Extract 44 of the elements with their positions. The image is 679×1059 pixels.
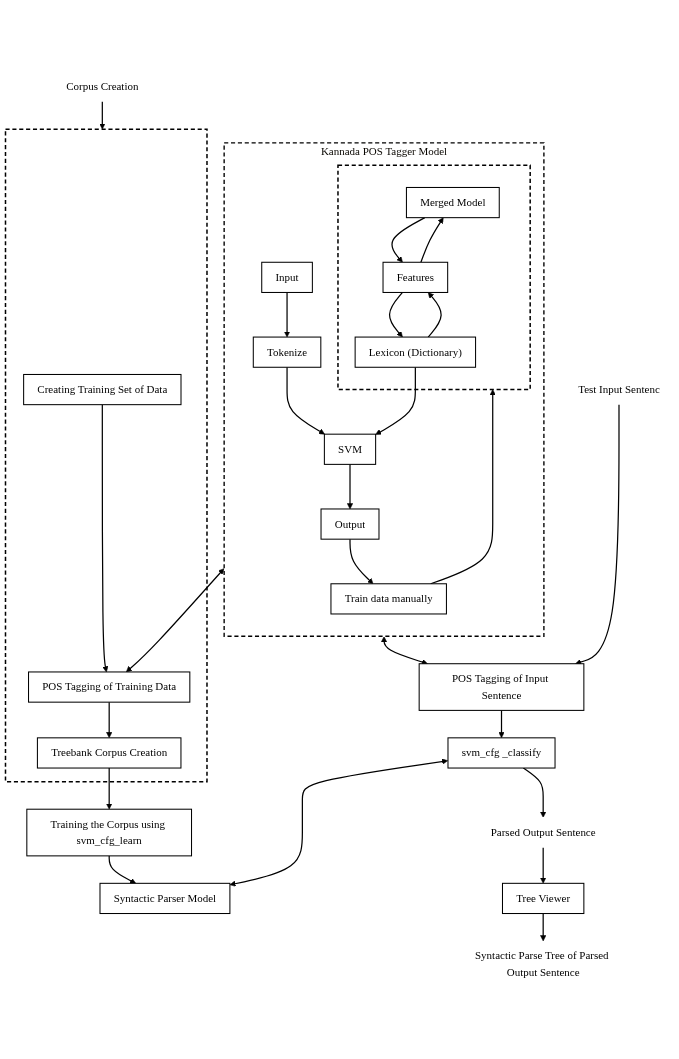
arrow [391,217,426,263]
node-text: Parsed Output Sentence [490,826,596,838]
arrow [99,101,106,130]
node-box: Features [382,261,449,293]
arrow [388,291,404,338]
arrow [522,767,547,818]
arrow [101,404,109,673]
arrow [347,463,354,510]
arrow [540,846,547,884]
arrow [284,291,291,338]
arrow [575,404,620,665]
arrow [427,292,442,338]
node-box: Merged Model [405,186,500,219]
arrow [106,701,113,739]
node-box: Treebank Corpus Creation [36,737,182,769]
node-box: Input [261,261,313,293]
arrow [286,366,325,435]
node-box: SVM [323,433,377,465]
node-text: Test Input Sentenc [578,383,660,395]
cluster [337,164,531,391]
arrow [108,855,136,884]
arrow [375,366,416,435]
node-box: POS Tagging of Training Data [28,671,191,703]
cluster [4,128,208,783]
node-box: POS Tagging of Input Sentence [418,663,585,711]
arrow [420,217,444,263]
arrow [540,912,547,942]
arrow [381,636,428,665]
node-text: Syntactic Parse Tree of Parsed Output Sentence [475,949,609,978]
node-text: Corpus Creation [66,80,139,93]
node-box: Training the Corpus using svm_cfg_learn [26,808,193,857]
arrow [106,767,113,810]
node-box: Output [320,508,380,540]
arrow [126,568,225,673]
node-box: svm_cfg _classify [447,737,556,769]
node-box: Train data manually [330,583,447,615]
arrow [498,709,505,739]
arrow [349,538,374,584]
node-box: Tree Viewer [501,882,585,914]
node-box: Tokenize [252,336,322,368]
node-box: Lexicon (Dictionary) [354,336,477,368]
node-box: Creating Training Set of Data [23,373,182,406]
node-box: Syntactic Parser Model [99,882,231,914]
arrow [229,758,448,887]
